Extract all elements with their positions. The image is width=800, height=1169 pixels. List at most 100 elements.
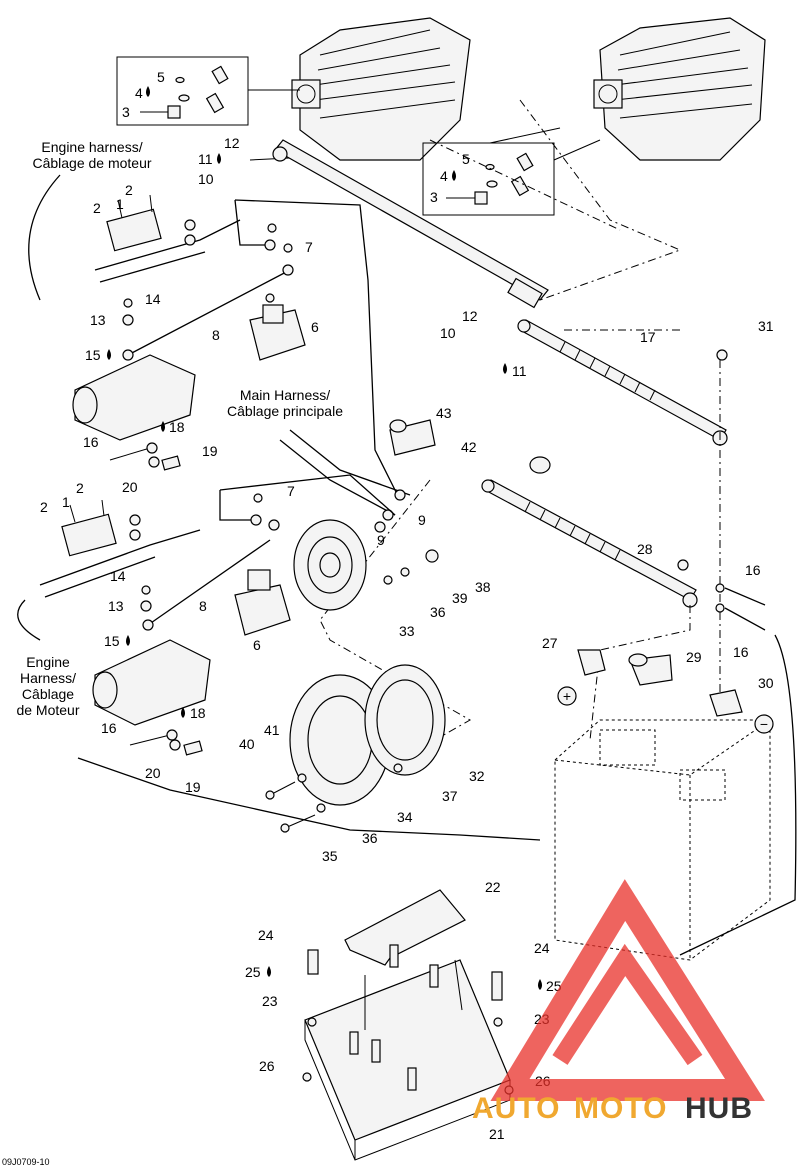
sealant-drop-icon — [107, 349, 111, 360]
callout-41: 41 — [264, 722, 280, 738]
inset-box-right — [422, 127, 601, 216]
callout-43: 43 — [436, 405, 452, 421]
nuts-7-upper — [264, 223, 293, 253]
sealant-drop-icon — [181, 707, 185, 718]
callout-19: 19 — [202, 443, 218, 459]
callout-14: 14 — [110, 568, 126, 584]
callout-7: 7 — [287, 483, 295, 499]
positive-symbol-circle — [557, 686, 577, 706]
inset-box-left — [116, 56, 300, 126]
callout-42: 42 — [461, 439, 477, 455]
nut-38 — [425, 549, 439, 563]
ring-34 — [289, 674, 391, 806]
callout-16: 16 — [83, 434, 99, 450]
caption-engine-harness-top-2: Câblage de moteur — [32, 155, 151, 171]
screw-3-right-icon — [446, 191, 488, 205]
washer-23-right — [493, 1017, 503, 1027]
callout-16: 16 — [101, 720, 117, 736]
battery — [554, 719, 771, 961]
watermark-hub: HUB — [685, 1092, 753, 1125]
callout-23: 23 — [262, 993, 278, 1009]
callout-15: 15 — [104, 633, 120, 649]
callout-29: 29 — [686, 649, 702, 665]
callout-17: 17 — [640, 329, 656, 345]
solenoid-6-lower — [234, 569, 291, 636]
cable-17 — [517, 319, 728, 446]
bracket-22 — [344, 889, 466, 966]
callout-14: 14 — [145, 291, 161, 307]
callout-24: 24 — [534, 940, 550, 956]
sealant-drop-icon — [452, 170, 456, 181]
callout-11: 11 — [512, 363, 527, 379]
callout-9: 9 — [418, 512, 426, 528]
wires-16-right — [724, 587, 766, 631]
screw-35 — [280, 814, 316, 833]
caption-engine-harness-bottom-3: Câblage — [22, 686, 74, 702]
callout-8: 8 — [199, 598, 207, 614]
callout-37: 37 — [442, 788, 458, 804]
washer-16-right-top — [715, 583, 725, 593]
callout-2: 2 — [40, 499, 48, 515]
callout-25: 25 — [245, 964, 261, 980]
washer-26-left — [302, 1072, 312, 1082]
callout-20: 20 — [122, 479, 138, 495]
callout-12: 12 — [462, 308, 478, 324]
callout-11: 11 — [198, 151, 213, 167]
watermark-moto: MOTO — [574, 1092, 667, 1125]
washer-39 — [400, 567, 410, 577]
cable-upper-top — [249, 139, 549, 309]
wire-7-lower — [219, 490, 255, 521]
phantom-line-3 — [519, 99, 682, 301]
sealant-drop-icon — [267, 966, 271, 977]
relay-harness-lower — [39, 499, 201, 598]
negative-symbol-circle — [754, 714, 774, 734]
grommet-37 — [393, 763, 403, 773]
sealant-drop-icon — [126, 635, 130, 646]
screw-19-lower — [183, 740, 203, 756]
cap-29 — [628, 653, 673, 686]
callout-21: 21 — [489, 1126, 505, 1142]
callout-3: 3 — [122, 104, 130, 120]
automotohub-watermark: AUTO MOTO HUB — [472, 879, 765, 1125]
harness-arrow-bottom — [17, 599, 41, 641]
callout-2: 2 — [125, 182, 133, 198]
caption-engine-harness-bottom-2: Harness/ — [20, 670, 76, 686]
washer-23-left — [307, 1017, 317, 1027]
callout-18: 18 — [190, 705, 206, 721]
caption-engine-harness-top-1: Engine harness/ — [41, 139, 142, 155]
phantom-line-5 — [589, 605, 691, 741]
callout-40: 40 — [239, 736, 255, 752]
washer-41 — [297, 773, 307, 783]
callout-32: 32 — [469, 768, 485, 784]
callout-33: 33 — [399, 623, 415, 639]
washer-36-upper — [383, 575, 393, 585]
screw-19-upper — [161, 455, 181, 471]
cable-42 — [481, 479, 698, 608]
screw-3-left-icon — [140, 105, 181, 119]
washer-20-upper — [148, 456, 160, 468]
bolt-16-lower — [129, 729, 178, 746]
cap-43 — [389, 419, 436, 456]
washer-13-upper — [122, 314, 134, 326]
caption-engine-harness-bottom-4: de Moteur — [16, 702, 79, 718]
engine-top-right — [593, 17, 766, 161]
ground-wire-lower — [77, 757, 541, 841]
callout-24: 24 — [258, 927, 274, 943]
callout-1: 1 — [116, 196, 124, 212]
wire-to-9-upper — [234, 199, 401, 501]
callout-28: 28 — [637, 541, 653, 557]
phantom-line-1 — [429, 139, 621, 231]
screw-40 — [265, 781, 296, 800]
callout-31: 31 — [758, 318, 774, 334]
washer-36-lower — [316, 803, 326, 813]
callout-4: 4 — [135, 85, 143, 101]
callout-5: 5 — [462, 151, 470, 167]
nut-14-lower — [141, 585, 151, 595]
cable-8-upper — [127, 269, 291, 356]
nuts-7-lower — [250, 493, 280, 531]
callout-1: 1 — [62, 494, 70, 510]
wire-7-upper — [234, 199, 270, 246]
gasket-32 — [364, 664, 446, 776]
callout-22: 22 — [485, 879, 501, 895]
